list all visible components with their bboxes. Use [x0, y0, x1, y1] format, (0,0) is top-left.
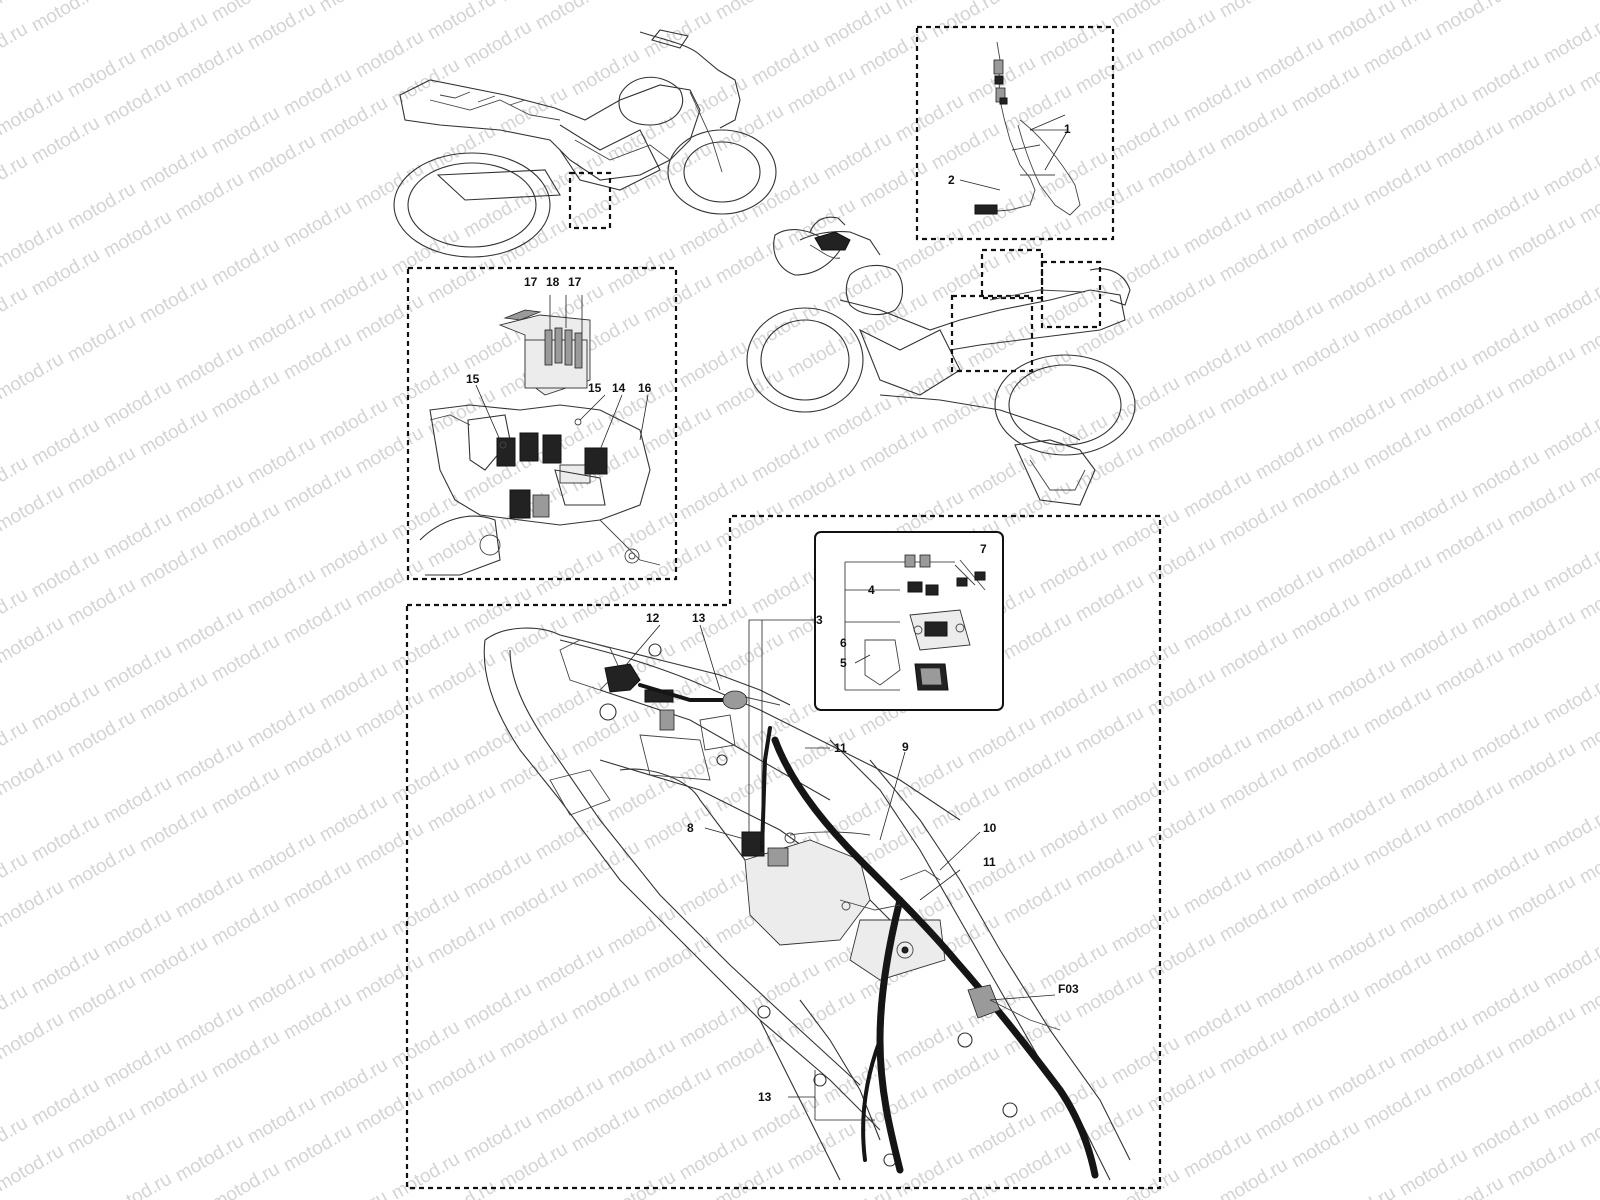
callout-3: 3: [816, 613, 823, 627]
callout-11-upper: 11: [834, 741, 847, 755]
callout-13-lower: 13: [758, 1090, 772, 1104]
callout-labels: 1 2 3 4 5 6 7 8 9 10 11 11 12 13 13 14 1…: [466, 122, 1079, 1104]
callout-10: 10: [983, 821, 997, 835]
callout-6: 6: [840, 636, 847, 650]
callout-F03: F03: [1058, 982, 1079, 996]
callout-17-left: 17: [524, 275, 538, 289]
callout-5: 5: [840, 656, 847, 670]
callout-13-upper: 13: [692, 611, 706, 625]
callout-11-lower: 11: [983, 855, 996, 869]
inset-box-fuse-holder: [814, 531, 1004, 711]
callout-15-left: 15: [466, 372, 480, 386]
overview-focus-box: [568, 171, 612, 230]
callout-8: 8: [687, 821, 694, 835]
callout-1: 1: [1064, 122, 1071, 136]
detail-box-sensor: [915, 25, 1115, 241]
callout-14: 14: [612, 381, 626, 395]
callout-16: 16: [638, 381, 652, 395]
callout-7: 7: [980, 542, 987, 556]
callout-15-right: 15: [588, 381, 602, 395]
callout-17-right: 17: [568, 275, 582, 289]
callout-4: 4: [868, 583, 875, 597]
motorcycle-overview-right: [746, 216, 1136, 506]
callout-2: 2: [948, 173, 955, 187]
callout-12: 12: [646, 611, 660, 625]
detail-box-relays: [406, 266, 678, 581]
callout-9: 9: [902, 740, 909, 754]
detail-box-rear-harness: [405, 514, 1162, 1190]
callout-18: 18: [546, 275, 560, 289]
motorcycle-overview-left: [393, 29, 777, 258]
